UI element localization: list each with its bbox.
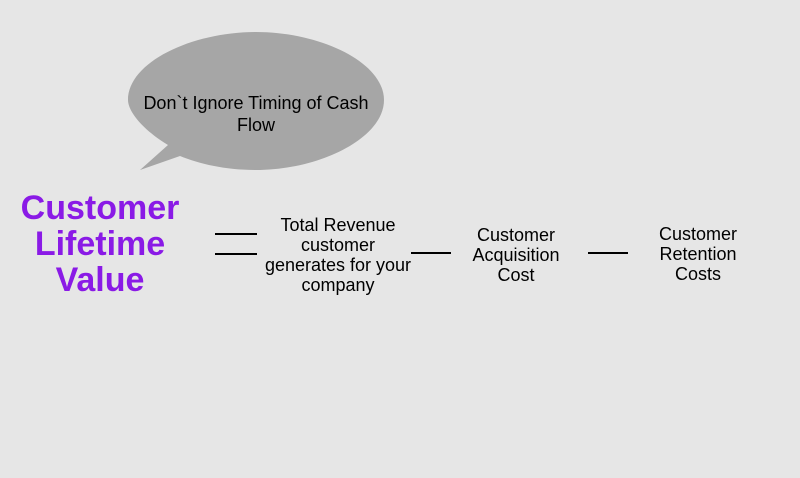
- retention-costs-term: Customer Retention Costs: [658, 224, 738, 284]
- speech-bubble-shape: [128, 32, 384, 170]
- customer-lifetime-value-label: Customer Lifetime Value: [20, 189, 180, 299]
- acquisition-cost-term: Customer Acquisition Cost: [472, 225, 560, 285]
- equals-bar-bottom: [215, 253, 257, 255]
- minus-sign-1: [411, 252, 451, 254]
- equals-bar-top: [215, 233, 257, 235]
- callout-text: Don`t Ignore Timing of Cash Flow: [143, 93, 369, 135]
- minus-sign-2: [588, 252, 628, 254]
- total-revenue-term: Total Revenue customer generates for you…: [264, 215, 412, 295]
